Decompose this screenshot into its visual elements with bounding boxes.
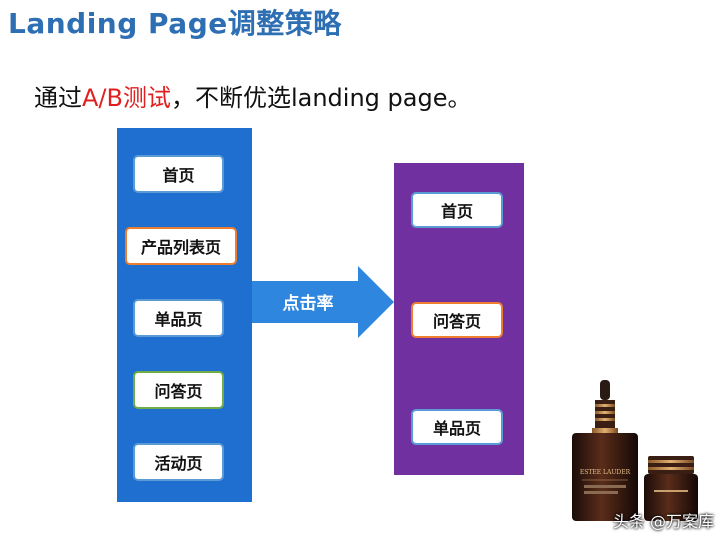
subtitle-prefix: 通过 xyxy=(34,84,82,112)
left-item-home: 首页 xyxy=(133,155,224,193)
left-item-activity: 活动页 xyxy=(133,443,224,481)
left-item-single-product: 单品页 xyxy=(133,299,224,337)
right-item-qa: 问答页 xyxy=(411,302,503,338)
subtitle-suffix: ，不断优选landing page。 xyxy=(170,84,472,112)
product-bottles-image: ESTEE LAUDER xyxy=(572,380,698,521)
flow-arrow xyxy=(252,266,394,338)
subtitle: 通过A/B测试，不断优选landing page。 xyxy=(34,78,471,113)
product-brand-label: ESTEE LAUDER xyxy=(580,469,631,476)
left-item-qa: 问答页 xyxy=(133,371,224,409)
right-item-home: 首页 xyxy=(411,192,503,228)
right-item-single-product: 单品页 xyxy=(411,409,503,445)
arrow-label: 点击率 xyxy=(282,294,334,314)
watermark: 头条 @万案库 xyxy=(612,512,714,531)
left-item-product-list: 产品列表页 xyxy=(125,227,237,265)
subtitle-highlight: A/B测试 xyxy=(82,84,171,112)
page-title: Landing Page调整策略 xyxy=(8,7,342,40)
